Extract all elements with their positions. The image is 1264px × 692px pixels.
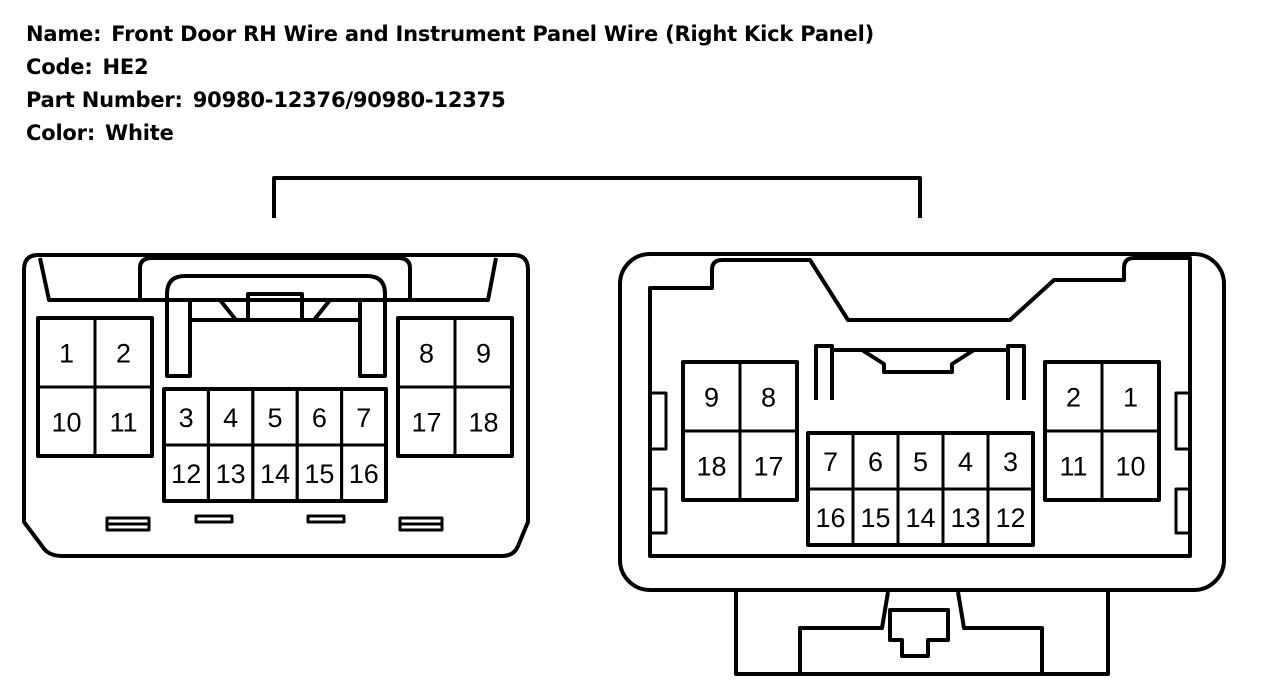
left-pin-label-8: 8 — [419, 339, 434, 369]
left-pin-label-9: 9 — [476, 339, 491, 369]
left-pin-label-12: 12 — [171, 459, 201, 489]
left-pin-label-6: 6 — [312, 403, 327, 433]
right-pin-label-1: 1 — [1123, 383, 1138, 413]
right-bottom-lock-housing — [734, 590, 1110, 676]
code-row: Code: HE2 — [26, 51, 874, 84]
right-key-notch — [860, 348, 976, 374]
left-housing-inner-edge — [38, 257, 498, 302]
right-pin-label-3: 3 — [1003, 447, 1018, 477]
left-pin-cell-18 — [453, 385, 514, 458]
right-pin-cell-10 — [1100, 429, 1161, 502]
right-pin-label-18: 18 — [696, 452, 726, 482]
color-row: Color: White — [26, 117, 874, 150]
left-pin-label-16: 16 — [349, 459, 379, 489]
right-side-rib-left-upper — [648, 391, 668, 451]
code-label: Code: — [26, 55, 93, 79]
name-value: Front Door RH Wire and Instrument Panel … — [111, 22, 874, 46]
left-pin-label-17: 17 — [411, 408, 441, 438]
right-pin-label-13: 13 — [950, 503, 980, 533]
left-latch-frame — [165, 274, 387, 378]
left-pin-label-13: 13 — [216, 459, 246, 489]
right-inner-wall — [648, 256, 1192, 558]
left-latch-slot-a — [188, 298, 238, 322]
left-latch-slot-c — [312, 298, 362, 322]
code-value: HE2 — [102, 55, 149, 79]
left-center-lock-tab — [138, 256, 412, 300]
left-pin-label-3: 3 — [179, 403, 194, 433]
color-label: Color: — [26, 121, 96, 145]
left-pin-cell-16 — [340, 443, 388, 503]
part-number-label: Part Number: — [26, 88, 183, 112]
left-pin-label-15: 15 — [304, 459, 334, 489]
right-pin-label-12: 12 — [995, 503, 1025, 533]
left-pin-label-1: 1 — [59, 339, 74, 369]
right-side-rib-right-lower — [1174, 487, 1192, 535]
right-connector-housing — [618, 252, 1226, 592]
right-pin-label-5: 5 — [913, 447, 928, 477]
right-center-keyway — [814, 344, 1026, 400]
right-pin-label-4: 4 — [958, 447, 973, 477]
left-pin-label-10: 10 — [51, 408, 81, 438]
right-pin-label-15: 15 — [860, 503, 890, 533]
right-lock-tab — [798, 591, 1044, 674]
color-value: White — [105, 121, 174, 145]
left-pin-label-5: 5 — [267, 403, 282, 433]
right-pin-label-10: 10 — [1115, 452, 1145, 482]
right-side-rib-left-lower — [648, 487, 668, 535]
right-pin-label-17: 17 — [753, 452, 783, 482]
mating-bracket — [272, 176, 922, 218]
part-number-row: Part Number: 90980-12376/90980-12375 — [26, 84, 874, 117]
connector-info: Name: Front Door RH Wire and Instrument P… — [26, 18, 874, 150]
left-pin-label-14: 14 — [260, 459, 290, 489]
right-side-rib-right-upper — [1174, 391, 1192, 451]
left-latch-slot-b — [246, 292, 304, 320]
right-pin-label-2: 2 — [1066, 383, 1081, 413]
left-pin-label-2: 2 — [116, 339, 131, 369]
name-label: Name: — [26, 22, 102, 46]
left-bottom-tab-2 — [194, 514, 234, 524]
right-pin-label-11: 11 — [1059, 452, 1087, 482]
right-pin-label-16: 16 — [815, 503, 845, 533]
left-pin-label-18: 18 — [468, 408, 498, 438]
name-row: Name: Front Door RH Wire and Instrument P… — [26, 18, 874, 51]
part-number-value: 90980-12376/90980-12375 — [192, 88, 506, 112]
left-pin-label-7: 7 — [356, 403, 371, 433]
right-pin-label-7: 7 — [823, 447, 838, 477]
left-pin-label-4: 4 — [223, 403, 238, 433]
left-pin-cell-11 — [93, 385, 154, 458]
left-connector-housing — [22, 253, 530, 558]
right-pin-cell-12 — [986, 487, 1035, 547]
left-pin-label-11: 11 — [109, 408, 137, 438]
left-bottom-tab-3 — [306, 514, 346, 524]
right-pin-label-6: 6 — [868, 447, 883, 477]
right-pin-cell-17 — [738, 429, 799, 502]
right-lock-knob — [888, 608, 950, 658]
right-pin-label-8: 8 — [761, 383, 776, 413]
right-pin-label-9: 9 — [704, 383, 719, 413]
right-pin-label-14: 14 — [905, 503, 935, 533]
